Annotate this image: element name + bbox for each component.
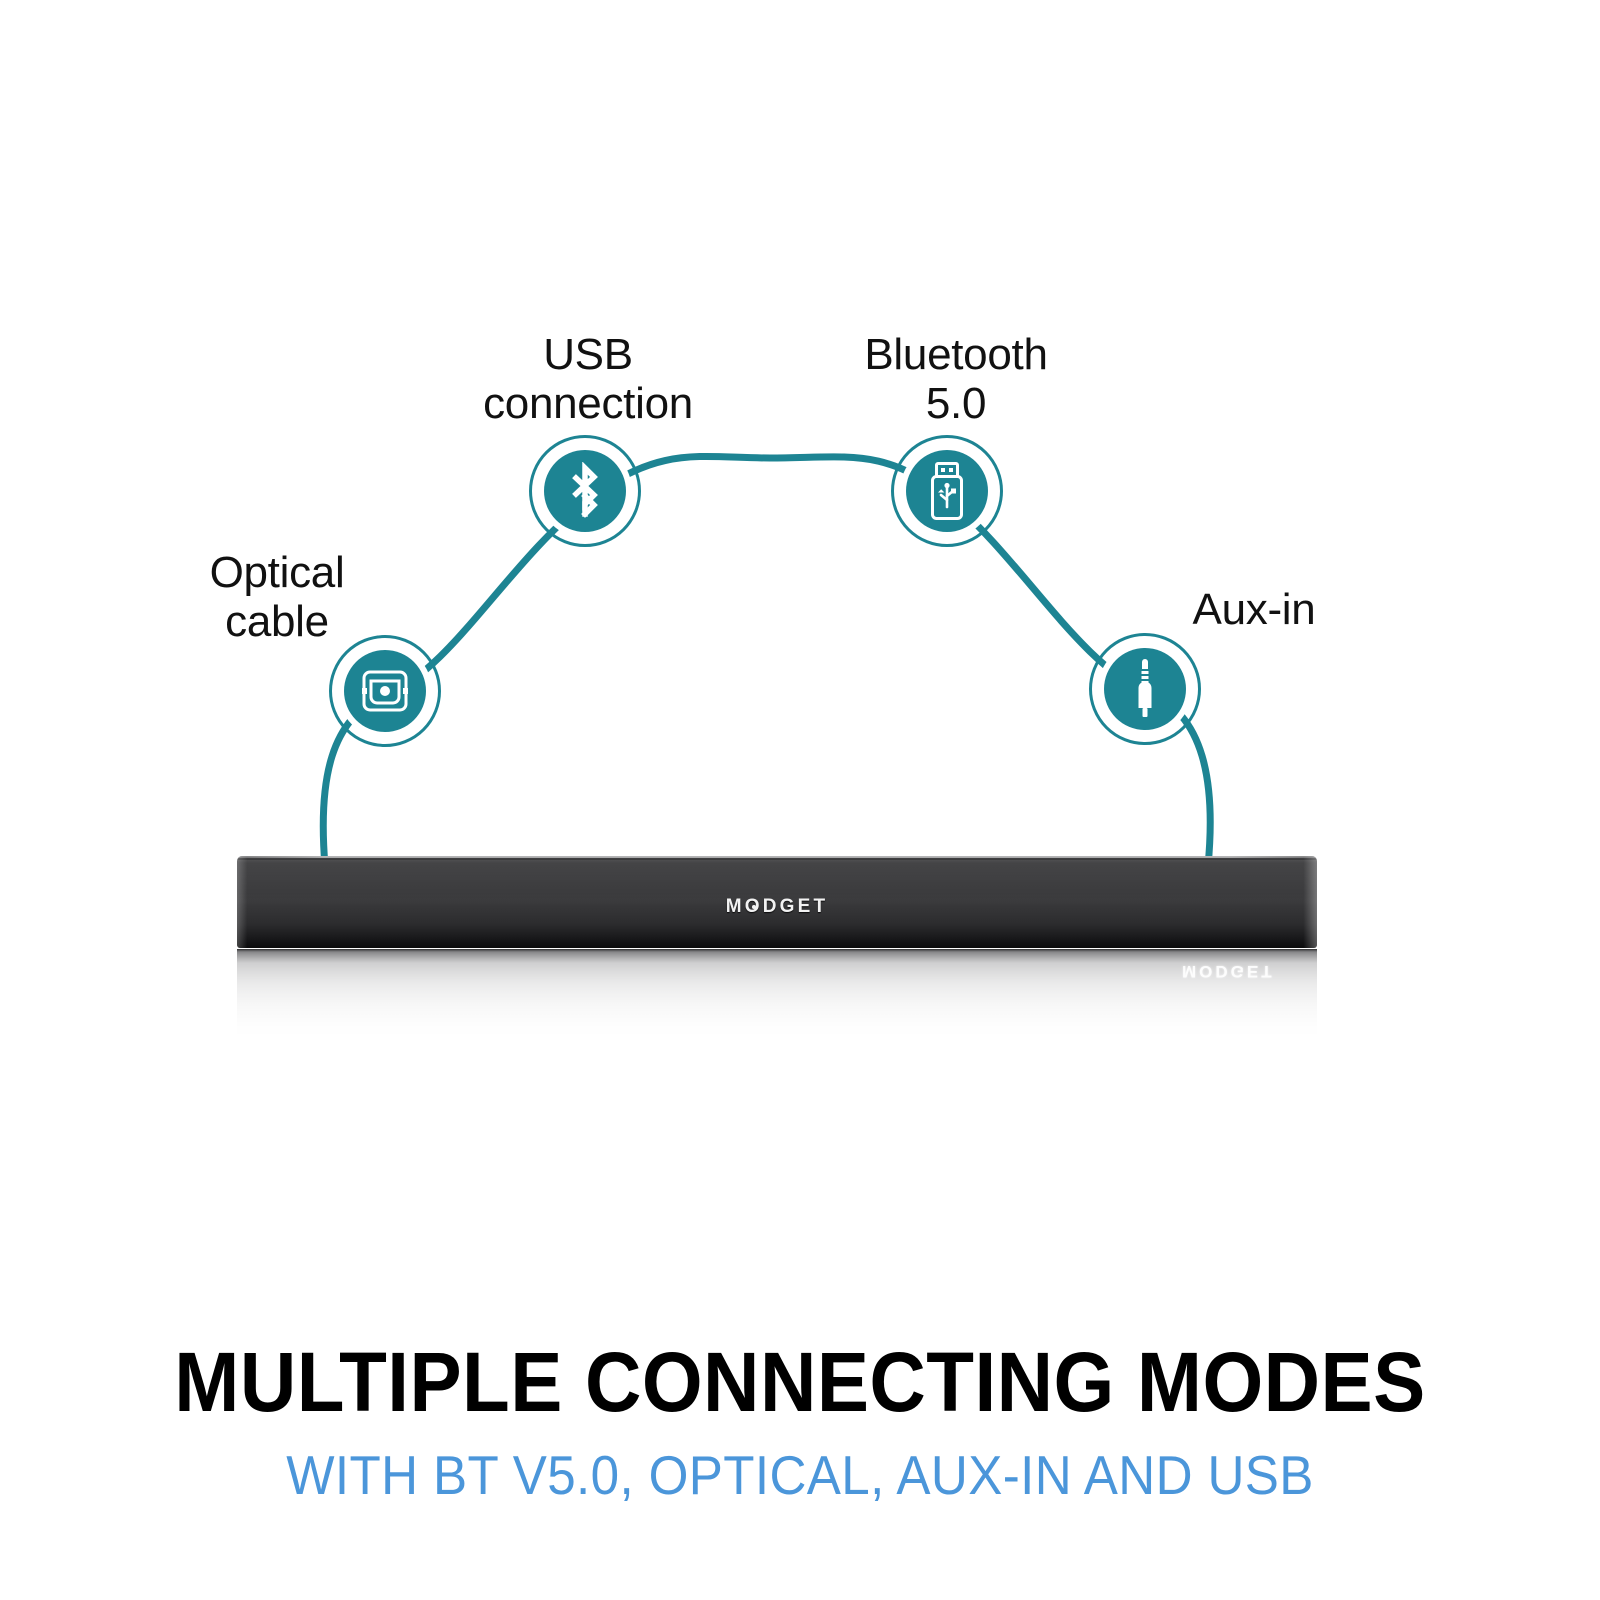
node-label-aux-in: Aux-in — [1192, 585, 1316, 634]
soundbar-sheen — [237, 860, 1317, 906]
node-outer-ring — [1089, 633, 1201, 745]
node-label-usb-connection: USB connection — [483, 330, 693, 429]
soundbar-body: MODGET — [237, 856, 1317, 948]
reflection-surface — [237, 949, 1317, 1045]
connection-diagram: Optical cable USB connection — [209, 330, 1317, 1056]
caption-block: MULTIPLE CONNECTING MODES WITH BT V5.0, … — [0, 1340, 1600, 1503]
soundbar-product: MODGET MODGET — [237, 856, 1317, 1056]
aux-jack-icon — [1104, 648, 1186, 730]
node-label-bluetooth: Bluetooth 5.0 — [864, 330, 1048, 429]
reflection-brand-logo: MODGET — [1182, 962, 1275, 981]
bluetooth-icon — [544, 450, 626, 532]
soundbar-left-cap — [237, 856, 249, 948]
soundbar-top-highlight — [237, 856, 1317, 858]
arc-path — [319, 452, 1214, 870]
node-outer-ring — [529, 435, 641, 547]
soundbar-right-cap — [1301, 856, 1317, 948]
node-outer-ring — [891, 435, 1003, 547]
usb-flash-drive-icon — [906, 450, 988, 532]
logo-prefix: M — [725, 896, 745, 917]
node-bluetooth[interactable] — [529, 435, 647, 553]
node-optical-cable[interactable] — [329, 635, 447, 753]
headline: MULTIPLE CONNECTING MODES — [174, 1335, 1426, 1429]
optical-toslink-icon — [344, 650, 426, 732]
soundbar-reflection: MODGET — [237, 949, 1317, 1045]
node-label-optical: Optical cable — [209, 548, 345, 647]
logo-accent-o: O — [744, 896, 763, 917]
logo-suffix: DGET — [762, 896, 829, 917]
subheadline: WITH BT V5.0, OPTICAL, AUX-IN AND USB — [286, 1444, 1314, 1506]
node-outer-ring — [329, 635, 441, 747]
node-aux-in[interactable] — [1089, 633, 1207, 751]
soundbar-brand-logo: MODGET — [237, 896, 1317, 918]
node-usb[interactable] — [891, 435, 1009, 553]
